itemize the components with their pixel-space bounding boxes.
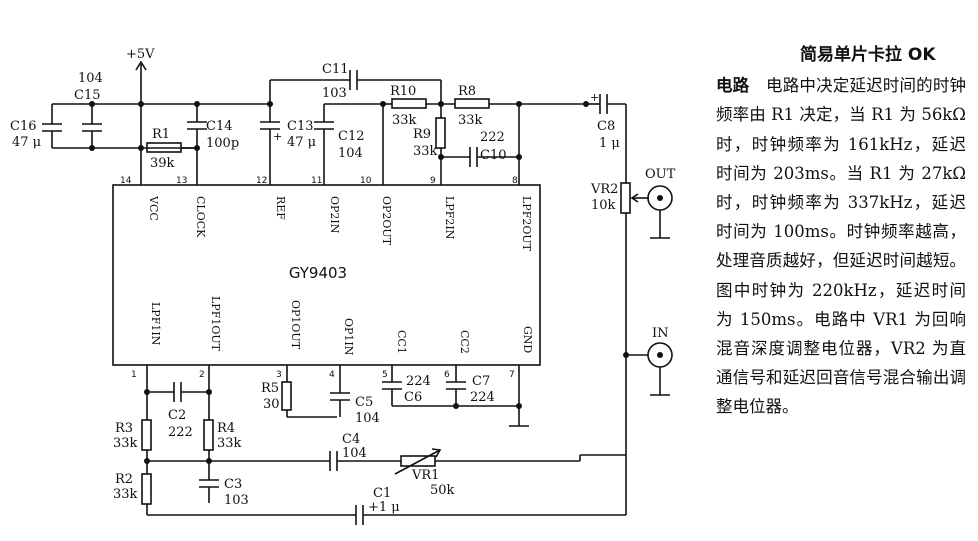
pin-label-op1in: OP1IN	[342, 318, 355, 356]
label-vr1-name: VR1	[411, 468, 439, 483]
label-r9-value: 33k	[413, 144, 438, 159]
label-r10-name: R10	[390, 84, 416, 99]
label-vr2-value: 10k	[591, 198, 616, 213]
pin-num: 13	[176, 176, 187, 186]
svg-text:+: +	[273, 130, 282, 143]
pin-label-gnd: GND	[521, 326, 534, 353]
label-r5-value: 30	[263, 397, 280, 412]
pin-label-clock: CLOCK	[194, 196, 207, 238]
label-c4-value: 104	[342, 446, 367, 461]
label-r3-value: 33k	[113, 436, 138, 451]
label-r5-name: R5	[261, 381, 279, 396]
label-c3-value: 103	[224, 493, 249, 508]
top-wiring: +5V +	[42, 47, 673, 455]
label-c16-value: 47 μ	[12, 135, 41, 150]
label-c6-name: C6	[404, 390, 422, 405]
pin-num: 1	[131, 370, 137, 380]
label-c2-name: C2	[168, 408, 186, 423]
pin-num: 4	[329, 370, 335, 380]
label-vr2-name: VR2	[590, 182, 618, 197]
pin-num: 12	[256, 176, 267, 186]
label-r4-name: R4	[217, 421, 235, 436]
supply-label: +5V	[126, 47, 155, 62]
label-r8-name: R8	[458, 84, 476, 99]
label-c13-value: 47 μ	[287, 135, 316, 150]
bottom-wiring	[141, 342, 673, 525]
label-c11-value: 103	[322, 86, 347, 101]
label-c3-name: C3	[224, 477, 242, 492]
label-r3-name: R3	[115, 421, 133, 436]
label-c7-value: 224	[470, 390, 495, 405]
label-c8-name: C8	[597, 119, 615, 134]
pin-label-op2in: OP2IN	[328, 196, 341, 234]
label-c15-name: C15	[74, 88, 101, 103]
label-c2-value: 222	[168, 425, 193, 440]
label-r4-value: 33k	[217, 436, 242, 451]
out-label: OUT	[645, 167, 676, 182]
label-c10-name: C10	[480, 148, 507, 163]
pin-label-lpf2out: LPF2OUT	[520, 196, 533, 252]
label-c14-name: C14	[206, 119, 233, 134]
pin-num: 8	[512, 176, 518, 186]
article-body: 电路 电路中决定延迟时间的时钟频率由 R1 决定，当 R1 为 56kΩ 时，时…	[716, 42, 966, 422]
pin-label-lpf2in: LPF2IN	[443, 196, 456, 240]
article-description: 电路中决定延迟时间的时钟频率由 R1 决定，当 R1 为 56kΩ 时，时钟频率…	[716, 76, 967, 417]
pin-num: 6	[444, 370, 450, 380]
pin-num: 7	[509, 370, 515, 380]
circuit-schematic: GY9403 14 13 12 11 10 9 8 VCC CLOCK REF …	[10, 47, 676, 525]
pin-num: 3	[276, 370, 282, 380]
label-c7-name: C7	[472, 374, 490, 389]
label-c5-value: 104	[355, 411, 380, 426]
pin-num: 11	[311, 176, 322, 186]
label-c5-name: C5	[355, 395, 373, 410]
label-r2-name: R2	[115, 472, 133, 487]
pin-num: 2	[199, 370, 205, 380]
ic-bottom-pins: LPF1IN LPF1OUT OP1OUT OP1IN CC1 CC2 GND …	[131, 296, 534, 380]
pin-label-ref: REF	[274, 196, 287, 220]
label-r1-name: R1	[152, 127, 170, 142]
label-c12-value: 104	[338, 146, 363, 161]
label-r2-value: 33k	[113, 487, 138, 502]
label-r10-value: 33k	[392, 113, 417, 128]
pin-num: 14	[120, 176, 132, 186]
pin-label-lpf1out: LPF1OUT	[209, 296, 222, 352]
pin-label-cc1: CC1	[395, 330, 408, 354]
label-c15-value: 104	[78, 71, 103, 86]
label-c16-name: C16	[10, 119, 37, 134]
component-labels: 104 C15 C16 47 μ R1 39k C14 100p C13 47 …	[10, 62, 676, 515]
label-r1-value: 39k	[150, 156, 175, 171]
label-c13-name: C13	[287, 119, 314, 134]
pin-label-op1out: OP1OUT	[289, 300, 302, 350]
label-vr1-value: 50k	[430, 483, 455, 498]
article-title: 简易单片卡拉 OK	[800, 45, 936, 65]
pin-num: 10	[360, 176, 372, 186]
pin-num: 9	[430, 176, 436, 186]
article-subtitle: 电路	[716, 76, 750, 96]
pin-num: 5	[382, 370, 388, 380]
pin-label-lpf1in: LPF1IN	[149, 302, 162, 346]
label-c4-name: C4	[342, 432, 360, 447]
ic-top-pins: 14 13 12 11 10 9 8 VCC CLOCK REF OP2IN O…	[120, 176, 533, 252]
svg-text:+: +	[590, 91, 599, 104]
pin-label-op2out: OP2OUT	[380, 196, 393, 246]
label-r8-value: 33k	[458, 113, 483, 128]
label-c12-name: C12	[338, 129, 365, 144]
label-r9-name: R9	[413, 127, 431, 142]
ic-gy9403-body	[112, 184, 541, 366]
label-c10-value: 222	[480, 130, 505, 145]
ic-name: GY9403	[289, 264, 347, 282]
label-c8-value: 1 μ	[599, 136, 620, 151]
in-label: IN	[652, 326, 669, 341]
label-c1-name: C1	[373, 486, 391, 501]
label-c6-value: 224	[406, 374, 431, 389]
pin-label-cc2: CC2	[458, 330, 471, 354]
label-c14-value: 100p	[206, 136, 239, 151]
pin-label-vcc: VCC	[147, 195, 160, 221]
label-c11-name: C11	[322, 62, 349, 77]
label-c1-value: +1 μ	[368, 500, 400, 515]
